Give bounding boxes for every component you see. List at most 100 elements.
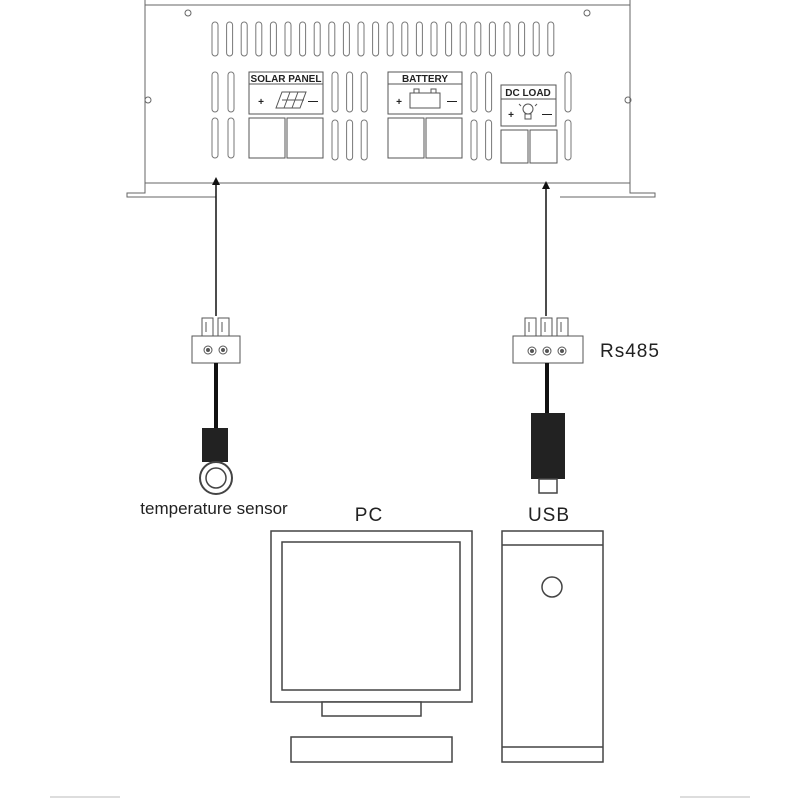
terminal-slot — [387, 117, 425, 159]
port-symbol-box — [387, 83, 463, 115]
temperature-sensor-connector — [191, 317, 241, 364]
terminal-slot — [425, 117, 463, 159]
terminal-tab — [556, 317, 569, 337]
temperature-sensor-label: temperature sensor — [140, 499, 288, 518]
bulb-icon — [518, 103, 538, 120]
minus-sign: — — [542, 109, 552, 120]
usb-plug-tip — [538, 478, 558, 494]
solar-panel-icon — [275, 91, 307, 109]
terminal-slot — [248, 117, 286, 159]
ring-terminal-hole — [205, 467, 227, 489]
terminal-hole-center — [221, 348, 225, 352]
vent-slot — [547, 21, 555, 57]
vent-slot — [470, 119, 478, 161]
plus-sign: + — [508, 110, 514, 121]
vent-slot — [532, 21, 540, 57]
terminal-tab — [217, 317, 230, 337]
vent-slot — [269, 21, 277, 57]
vent-slot — [211, 71, 219, 113]
vent-slot — [445, 21, 453, 57]
port-symbol-box — [500, 98, 557, 127]
vent-slot — [470, 71, 478, 113]
vent-slot — [211, 21, 219, 57]
screw-icon — [184, 9, 192, 17]
port-battery: BATTERY + — — [387, 71, 463, 159]
terminal-tab — [201, 317, 214, 337]
monitor-screen — [281, 541, 461, 691]
monitor-icon — [270, 530, 473, 717]
controller-body — [144, 4, 631, 184]
vent-slot — [227, 71, 235, 113]
sensor-sleeve — [202, 428, 228, 462]
tower-case — [501, 530, 604, 763]
vent-slot — [503, 21, 511, 57]
terminal-hole-center — [545, 349, 549, 353]
vent-slot — [415, 21, 423, 57]
vent-slot — [485, 119, 493, 161]
vent-slot — [401, 21, 409, 57]
terminal-slot — [286, 117, 324, 159]
vent-slot — [564, 119, 572, 161]
rs485-label: Rs485 — [600, 341, 660, 362]
screw-icon — [144, 96, 152, 104]
port-label: DC LOAD — [505, 88, 551, 99]
vent-slot — [313, 21, 321, 57]
vent-slot — [346, 71, 354, 113]
plus-sign: + — [258, 97, 264, 108]
vent-slot — [226, 21, 234, 57]
screw-icon — [583, 9, 591, 17]
vent-slot — [331, 119, 339, 161]
vent-slot — [430, 21, 438, 57]
terminal-slot — [529, 129, 558, 164]
vent-slot — [564, 71, 572, 113]
pc-tower-icon — [501, 530, 604, 763]
ventilation-slots — [211, 21, 572, 161]
vent-slot — [240, 21, 248, 57]
port-symbol-box — [248, 83, 324, 115]
vent-slot — [284, 21, 292, 57]
port-solar-panel: SOLAR PANEL + — — [248, 71, 324, 159]
minus-sign: — — [447, 96, 457, 107]
vent-slot — [360, 119, 368, 161]
vent-slot — [488, 21, 496, 57]
terminal-tab — [540, 317, 553, 337]
vent-slot — [346, 119, 354, 161]
vent-slot — [357, 21, 365, 57]
charge-controller — [126, 0, 656, 198]
usb-plug-body — [531, 413, 565, 479]
vent-slot — [485, 71, 493, 113]
usb-label: USB — [528, 505, 570, 526]
port-label: SOLAR PANEL — [251, 74, 322, 85]
vent-slot — [331, 71, 339, 113]
minus-sign: — — [308, 96, 318, 107]
terminal-hole-center — [530, 349, 534, 353]
port-dc-load: DC LOAD + — — [500, 84, 558, 164]
terminal-block — [191, 335, 241, 364]
screw-icon — [624, 96, 632, 104]
pc-label: PC — [355, 505, 383, 526]
power-button-icon — [541, 576, 563, 598]
vent-slot — [518, 21, 526, 57]
vent-slot — [255, 21, 263, 57]
vent-slot — [299, 21, 307, 57]
vent-slot — [227, 117, 235, 159]
port-label: BATTERY — [402, 74, 448, 85]
vent-slot — [386, 21, 394, 57]
monitor-stand — [321, 701, 422, 717]
terminal-tab — [524, 317, 537, 337]
battery-icon — [409, 88, 441, 109]
keyboard-icon — [290, 736, 453, 763]
vent-slot — [328, 21, 336, 57]
vent-slot — [372, 21, 380, 57]
mounting-flange-left — [126, 183, 216, 198]
vent-slot — [211, 117, 219, 159]
vent-slot — [474, 21, 482, 57]
terminal-hole-center — [206, 348, 210, 352]
plus-sign: + — [396, 97, 402, 108]
mounting-flange-right — [560, 183, 656, 198]
vent-slot — [459, 21, 467, 57]
vent-slot — [360, 71, 368, 113]
vent-slot — [342, 21, 350, 57]
